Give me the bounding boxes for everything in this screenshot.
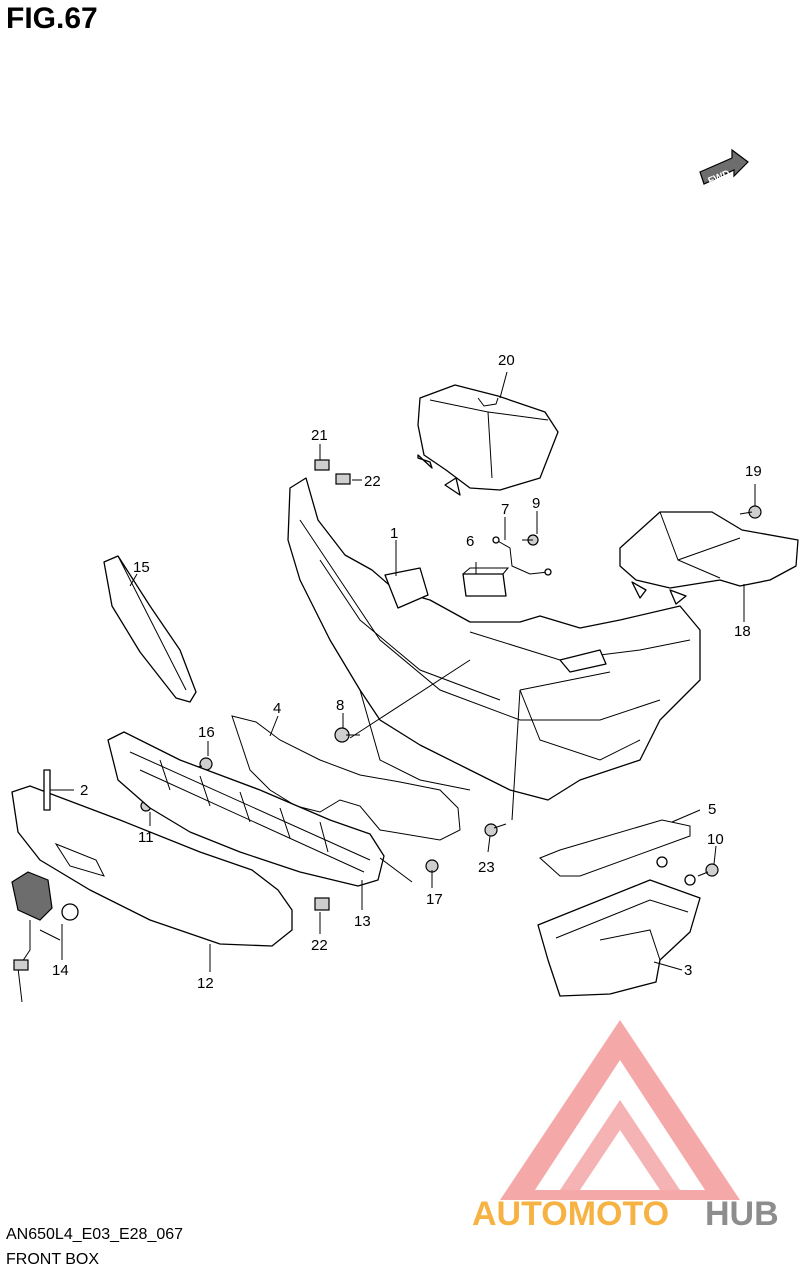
callout-17: 17: [426, 891, 443, 908]
part-2-strip: [43, 769, 51, 811]
callout-21: 21: [311, 427, 328, 444]
part-14-lock-assembly: [11, 871, 79, 1003]
part-3-lower-tray: [537, 856, 701, 997]
fwd-direction-arrow: FWD: [699, 148, 749, 187]
callout-6: 6: [466, 533, 474, 550]
part-15-side-lid: [103, 555, 197, 703]
part-18-right-box: [619, 511, 799, 605]
callout-12: 12: [197, 975, 214, 992]
callout-labels: 1 2 3 4 5 6 7 8 9 10 11 12 13 14 15 16 1…: [52, 352, 762, 992]
callout-14: 14: [52, 962, 69, 979]
callout-23: 23: [478, 859, 495, 876]
part-12-front-panel: [11, 785, 293, 947]
screw-19: [739, 505, 762, 519]
callout-7: 7: [501, 501, 509, 518]
callout-9: 9: [532, 495, 540, 512]
figure-title: FIG.67: [6, 2, 98, 35]
section-name: FRONT BOX: [6, 1251, 100, 1268]
callout-19: 19: [745, 463, 762, 480]
part-6-block: [462, 567, 510, 597]
rivet-17: [425, 859, 439, 878]
callout-5: 5: [708, 801, 716, 818]
callout-10: 10: [707, 831, 724, 848]
screw-9: [522, 534, 539, 546]
part-7-cable: [492, 536, 552, 576]
watermark-logo: AUTOMOTO HUB: [472, 1020, 779, 1233]
screw-23: [484, 823, 507, 837]
callout-22-upper: 22: [364, 473, 381, 490]
nut-21: [314, 459, 330, 471]
screw-8: [334, 727, 360, 743]
part-20-upper-box: [417, 384, 559, 496]
callout-18: 18: [734, 623, 751, 640]
callout-16: 16: [198, 724, 215, 741]
callout-3: 3: [684, 962, 692, 979]
callout-13: 13: [354, 913, 371, 930]
callout-2: 2: [80, 782, 88, 799]
leader-lines: [50, 371, 756, 972]
callout-11: 11: [138, 829, 154, 846]
callout-22-lower: 22: [311, 937, 328, 954]
clip-22-upper: [335, 473, 351, 485]
part-4-seal: [231, 715, 461, 841]
callout-8: 8: [336, 697, 344, 714]
screw-10: [697, 863, 719, 877]
callout-4: 4: [273, 700, 281, 717]
callout-1: 1: [390, 525, 398, 542]
watermark-text-2: HUB: [705, 1195, 779, 1233]
callout-15: 15: [133, 559, 150, 576]
part-13-grille-frame: [107, 731, 385, 887]
clip-22-lower: [314, 897, 330, 911]
diagram-code: AN650L4_E03_E28_067: [6, 1226, 184, 1243]
watermark-text-1: AUTOMOTO: [472, 1195, 669, 1233]
callout-20: 20: [498, 352, 515, 369]
part-1-front-box-body: [287, 477, 701, 801]
part-5-gasket: [539, 819, 691, 877]
